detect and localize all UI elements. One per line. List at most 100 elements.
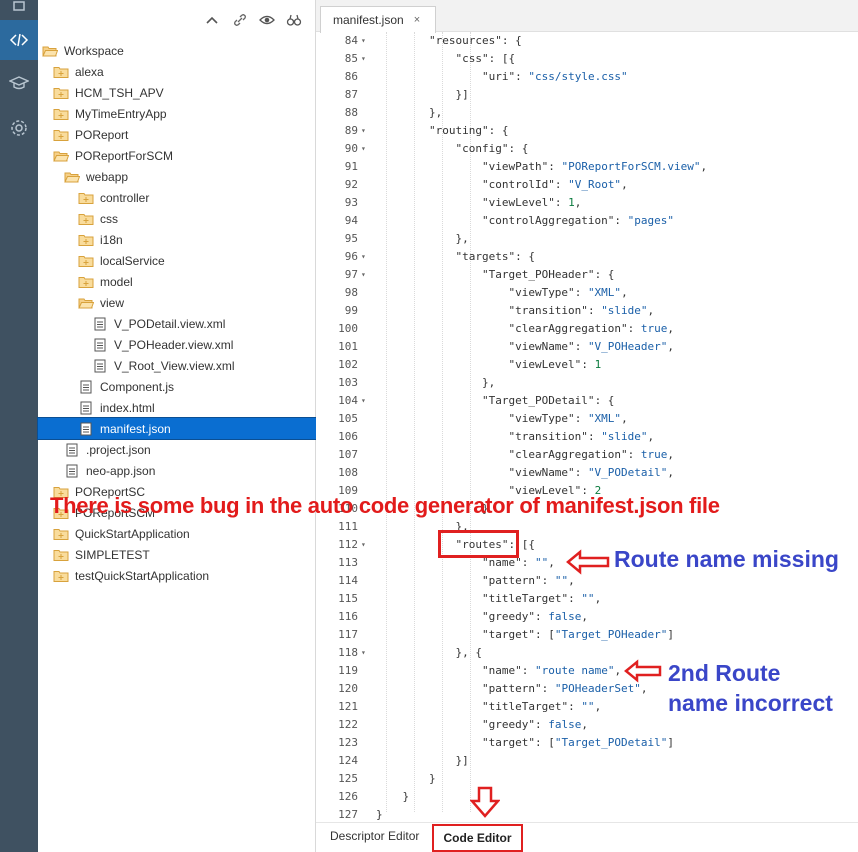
line-number: 117	[338, 628, 358, 641]
code-icon[interactable]	[0, 20, 38, 60]
tree-file[interactable]: manifest.json	[37, 417, 317, 440]
fold-toggle-icon[interactable]: ▾	[361, 36, 366, 45]
code-line: 117 "target": ["Target_POHeader"]	[316, 626, 858, 644]
code-text: "routing": {	[428, 124, 509, 137]
tree-item-label: controller	[100, 190, 150, 205]
fold-toggle-icon[interactable]: ▾	[361, 540, 366, 549]
tree-file[interactable]: index.html	[38, 397, 316, 418]
tree-folder[interactable]: SIMPLETEST	[38, 544, 316, 565]
tree-folder[interactable]: POReport	[38, 124, 316, 145]
fold-toggle-icon[interactable]: ▾	[361, 144, 366, 153]
tree-item-label: Component.js	[100, 379, 175, 394]
tree-folder[interactable]: QuickStartApplication	[38, 523, 316, 544]
code-text: }]	[376, 754, 469, 767]
code-text: "viewName": "V_POHeader",	[508, 340, 675, 353]
fold-toggle-icon[interactable]: ▾	[361, 648, 366, 657]
fold-toggle-icon[interactable]: ▾	[361, 396, 366, 405]
tree-item-label: css	[100, 211, 118, 226]
fold-toggle-icon[interactable]: ▾	[361, 126, 366, 135]
file-icon	[94, 338, 106, 351]
tree-folder[interactable]: alexa	[38, 61, 316, 82]
tree-item-label: POReportSC	[75, 484, 146, 499]
tree-item-label: QuickStartApplication	[75, 526, 190, 541]
tree-folder[interactable]: POReportForSCM	[38, 145, 316, 166]
home-icon[interactable]	[0, 0, 38, 26]
tree-item-label: HCM_TSH_APV	[75, 85, 164, 100]
indent-guide	[414, 32, 415, 812]
tree-file[interactable]: neo-app.json	[38, 460, 316, 481]
code-line: 93 "viewLevel": 1,	[316, 194, 858, 212]
eye-icon[interactable]	[259, 12, 275, 28]
link-icon[interactable]	[232, 12, 248, 28]
tree-folder[interactable]: HCM_TSH_APV	[38, 82, 316, 103]
code-area[interactable]: 84▾ "resources": {85▾ "css": [{86 "uri":…	[316, 32, 858, 822]
folder-icon	[78, 234, 94, 246]
learning-icon[interactable]	[0, 63, 38, 103]
tree-folder[interactable]: webapp	[38, 166, 316, 187]
route-missing-annotation: Route name missing	[614, 546, 839, 572]
tree-folder[interactable]: controller	[38, 187, 316, 208]
down-arrow-icon	[470, 786, 500, 818]
code-text: "transition": "slide",	[508, 304, 655, 317]
tree-folder[interactable]: localService	[38, 250, 316, 271]
line-number: 87	[344, 88, 358, 101]
folder-open-icon	[64, 172, 80, 182]
collapse-icon[interactable]	[204, 12, 220, 28]
line-number: 107	[338, 448, 358, 461]
code-text: "controlAggregation": "pages"	[481, 214, 675, 227]
tree-file[interactable]: V_PODetail.view.xml	[38, 313, 316, 334]
code-line: 91 "viewPath": "POReportForSCM.view",	[316, 158, 858, 176]
file-icon	[80, 380, 92, 393]
settings-icon[interactable]	[0, 108, 38, 148]
code-line: 120 "pattern": "POHeaderSet",	[316, 680, 858, 698]
tree-file[interactable]: .project.json	[38, 439, 316, 460]
line-number: 90	[344, 142, 358, 155]
code-line: 111 },	[316, 518, 858, 536]
folder-icon	[53, 570, 69, 582]
code-line: 124 }]	[316, 752, 858, 770]
tree-file[interactable]: Component.js	[38, 376, 316, 397]
code-text: "resources": {	[428, 34, 522, 47]
tree-file[interactable]: V_Root_View.view.xml	[38, 355, 316, 376]
tree-item-label: index.html	[100, 400, 155, 415]
tab-descriptor-editor[interactable]: Descriptor Editor	[330, 829, 420, 843]
code-text: "viewName": "V_PODetail",	[508, 466, 675, 479]
tree-folder[interactable]: POReportSCM	[38, 502, 316, 523]
tree-folder[interactable]: css	[38, 208, 316, 229]
code-line: 118▾ }, {	[316, 644, 858, 662]
line-number: 99	[344, 304, 358, 317]
line-number: 102	[338, 358, 358, 371]
code-line: 121 "titleTarget": "",	[316, 698, 858, 716]
tree-folder[interactable]: model	[38, 271, 316, 292]
code-line: 90▾ "config": {	[316, 140, 858, 158]
code-line: 96▾ "targets": {	[316, 248, 858, 266]
close-icon[interactable]: ×	[413, 14, 421, 26]
line-number: 84	[344, 34, 358, 47]
folder-icon	[53, 87, 69, 99]
tree-folder[interactable]: POReportSC	[38, 481, 316, 502]
fold-toggle-icon[interactable]: ▾	[361, 54, 366, 63]
binoculars-icon[interactable]	[286, 12, 302, 28]
line-number: 113	[338, 556, 358, 569]
tree-folder[interactable]: i18n	[38, 229, 316, 250]
line-number: 126	[338, 790, 358, 803]
code-text: "target": ["Target_POHeader"]	[481, 628, 675, 641]
tree-folder[interactable]: Workspace	[38, 40, 316, 61]
tree-item-label: testQuickStartApplication	[75, 568, 210, 583]
line-number: 118	[338, 646, 358, 659]
tree-file[interactable]: V_POHeader.view.xml	[38, 334, 316, 355]
fold-toggle-icon[interactable]: ▾	[361, 252, 366, 261]
code-text: "css": [{	[455, 52, 516, 65]
code-text: "uri": "css/style.css"	[481, 70, 628, 83]
tree-folder[interactable]: testQuickStartApplication	[38, 565, 316, 586]
code-text: }	[376, 772, 436, 785]
fold-toggle-icon[interactable]: ▾	[361, 270, 366, 279]
tab-manifest-json[interactable]: manifest.json ×	[320, 6, 436, 33]
code-text: "routes": [{	[455, 538, 535, 551]
code-line: 103 },	[316, 374, 858, 392]
tab-code-editor[interactable]: Code Editor	[432, 824, 523, 852]
code-text: "Target_PODetail": {	[481, 394, 615, 407]
tree-folder[interactable]: view	[38, 292, 316, 313]
tree-folder[interactable]: MyTimeEntryApp	[38, 103, 316, 124]
code-line: 92 "controlId": "V_Root",	[316, 176, 858, 194]
